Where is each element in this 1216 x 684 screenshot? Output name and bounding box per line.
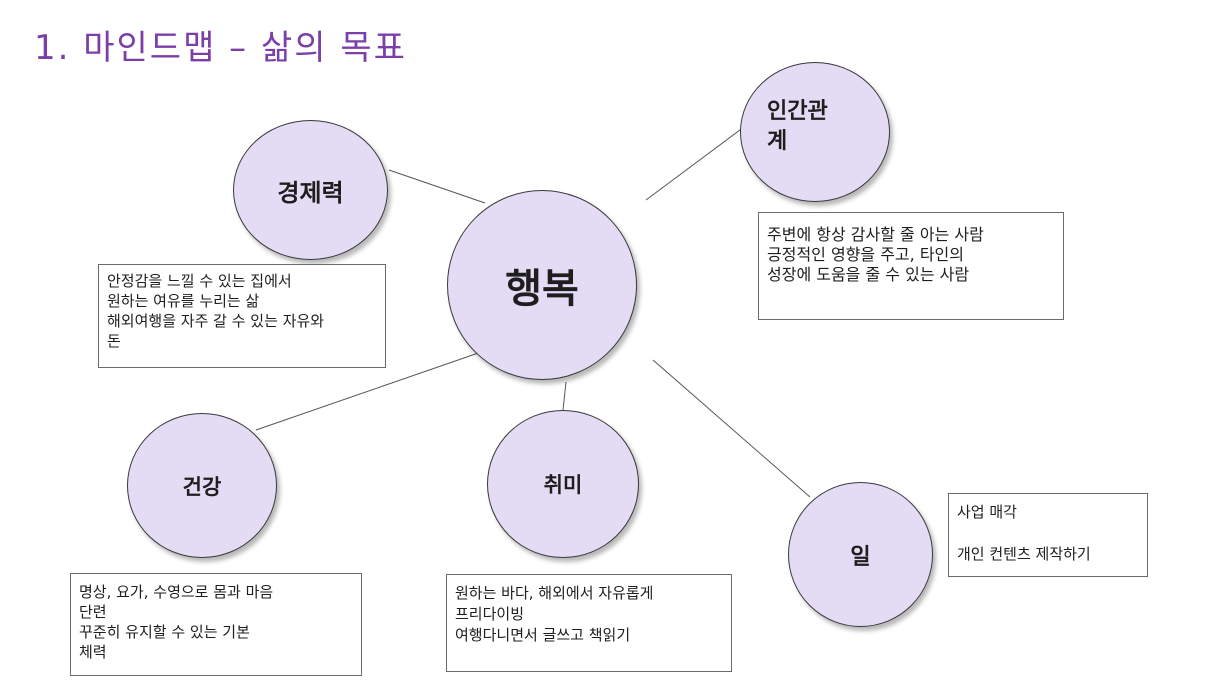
note-work-line-2 [957,523,1139,544]
connector-hobby [562,381,567,411]
connector-relations [645,123,749,201]
node-relations-label-line-1: 인간관 [767,99,828,124]
note-health: 명상, 요가, 수영으로 몸과 마음 단련 꾸준히 유지할 수 있는 기본 체력 [70,573,362,676]
center-node-label: 행복 [505,266,579,312]
note-health-line-4: 체력 [79,643,107,661]
connector-economy [388,169,486,204]
note-hobby-line-2: 프리다이빙 [455,605,525,623]
page-title: 1. 마인드맵 – 삶의 목표 [34,28,407,68]
connector-work [652,359,811,498]
note-work-line-1: 사업 매각 [957,503,1017,521]
note-health-line-2: 단련 [79,603,107,621]
node-economy-label: 경제력 [277,178,344,207]
note-relations-line-1: 주변에 항상 감사할 줄 아는 사람 [767,225,984,244]
node-relations-label-line-2: 계 [767,129,788,154]
note-relations: 주변에 항상 감사할 줄 아는 사람 긍정적인 영향을 주고, 타인의 성장에 … [758,212,1064,320]
node-work-label: 일 [850,544,871,570]
center-node-happiness[interactable]: 행복 [447,190,637,380]
note-economy-line-2: 원하는 여유를 누리는 삶 [107,292,260,310]
node-hobby-label: 취미 [543,473,583,497]
note-relations-line-2: 긍정적인 영향을 주고, 타인의 [767,245,964,264]
node-economy[interactable]: 경제력 [233,120,388,260]
note-economy-line-3: 해외여행을 자주 갈 수 있는 자유와 [107,312,325,330]
note-health-line-3: 꾸준히 유지할 수 있는 기본 [79,623,250,641]
node-work[interactable]: 일 [788,482,933,627]
node-health-label: 건강 [182,474,222,499]
connector-health [255,349,488,431]
note-relations-line-3: 성장에 도움을 줄 수 있는 사람 [767,265,970,284]
note-economy-line-1: 안정감을 느낄 수 있는 집에서 [107,272,292,290]
note-health-line-1: 명상, 요가, 수영으로 몸과 마음 [79,583,274,601]
note-economy-line-4: 돈 [107,332,121,350]
note-hobby-line-3: 여행다니면서 글쓰고 책읽기 [455,626,631,644]
note-economy: 안정감을 느낄 수 있는 집에서 원하는 여유를 누리는 삶 해외여행을 자주 … [98,264,386,368]
node-hobby[interactable]: 취미 [487,410,639,558]
node-relations[interactable]: 인간관 계 [740,62,890,202]
note-hobby: 원하는 바다, 해외에서 자유롭게 프리다이빙 여행다니면서 글쓰고 책읽기 [446,574,732,672]
node-health[interactable]: 건강 [127,413,277,558]
note-work: 사업 매각 개인 컨텐츠 제작하기 [948,493,1148,577]
note-hobby-line-1: 원하는 바다, 해외에서 자유롭게 [455,584,654,602]
note-work-line-3: 개인 컨텐츠 제작하기 [957,545,1091,563]
